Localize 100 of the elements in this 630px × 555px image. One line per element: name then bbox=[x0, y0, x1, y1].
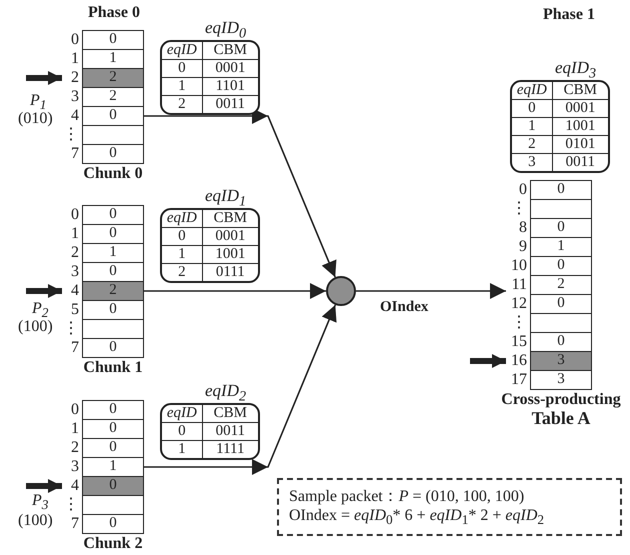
table-cell: 2 bbox=[512, 136, 552, 154]
table-caption: Chunk 1 bbox=[82, 359, 144, 377]
table-cell: 0 bbox=[530, 256, 592, 276]
column-header: CBM bbox=[202, 210, 258, 228]
table-cell: 0 bbox=[82, 30, 144, 50]
packet-name: P$_{3}$ bbox=[32, 492, 48, 514]
table-caption: Chunk 2 bbox=[82, 535, 144, 553]
row-number: ⋮ bbox=[63, 319, 79, 338]
packet-bits: (010) bbox=[18, 110, 53, 128]
table-cell: 0 bbox=[530, 332, 592, 352]
row-number: 3 bbox=[71, 87, 79, 106]
row-number: 0 bbox=[71, 30, 79, 49]
table-cell: 0011 bbox=[552, 154, 608, 171]
table-caption: Table A bbox=[530, 409, 592, 428]
table-cell: 0 bbox=[162, 60, 202, 78]
table-cell: 0001 bbox=[202, 228, 258, 246]
column-header: CBM bbox=[202, 42, 258, 60]
table-cell: 1 bbox=[530, 237, 592, 257]
table-title: eqID$_{2}$ bbox=[205, 381, 246, 406]
table-cell: 2 bbox=[530, 275, 592, 295]
row-number: 4 bbox=[71, 281, 79, 300]
table-cell: 0 bbox=[530, 218, 592, 238]
table-cell: 3 bbox=[530, 370, 592, 390]
phase-heading: Phase 0 bbox=[88, 4, 140, 22]
table-cell: 0 bbox=[82, 144, 144, 164]
column-header: CBM bbox=[552, 82, 608, 100]
table-cell: 0 bbox=[82, 400, 144, 420]
table-cell: 0 bbox=[82, 438, 144, 458]
row-number: 1 bbox=[71, 224, 79, 243]
arrow bbox=[356, 283, 506, 299]
table-cell: 0 bbox=[530, 294, 592, 314]
table-cell: 2 bbox=[162, 96, 202, 113]
table-cell: 0 bbox=[512, 100, 552, 118]
packet-bits: (100) bbox=[18, 512, 53, 530]
row-number: 7 bbox=[71, 144, 79, 163]
row-number: 0 bbox=[519, 180, 527, 199]
row-number: 3 bbox=[71, 262, 79, 281]
table-cell: 0 bbox=[82, 106, 144, 126]
table-cell: 2 bbox=[82, 281, 144, 301]
row-number: 4 bbox=[71, 476, 79, 495]
table-title: eqID$_{3}$ bbox=[555, 58, 596, 82]
table-cell: 0 bbox=[82, 224, 144, 244]
table-cell: 1111 bbox=[202, 440, 258, 458]
arrow bbox=[144, 110, 336, 278]
column-header: eqID bbox=[162, 405, 202, 422]
table-cell: 0 bbox=[162, 422, 202, 440]
table-cell: 1 bbox=[162, 78, 202, 96]
row-number: 10 bbox=[511, 256, 527, 275]
row-number: 2 bbox=[71, 438, 79, 457]
arrow bbox=[26, 479, 62, 493]
table-cell: 2 bbox=[82, 68, 144, 88]
arrow bbox=[144, 283, 326, 299]
table-cell: 1 bbox=[512, 118, 552, 136]
table-cell: 0 bbox=[162, 228, 202, 246]
row-number: 17 bbox=[511, 370, 527, 389]
row-number: ⋮ bbox=[63, 495, 79, 514]
row-number: 0 bbox=[71, 400, 79, 419]
packet-bits: (100) bbox=[18, 318, 53, 336]
row-number: 16 bbox=[511, 351, 527, 370]
row-number: ⋮ bbox=[63, 125, 79, 144]
row-number: ⋮ bbox=[511, 313, 527, 332]
table-cell: 1 bbox=[82, 49, 144, 69]
arrow bbox=[470, 354, 506, 368]
table-cell: 2 bbox=[82, 87, 144, 107]
phase-heading: Phase 1 bbox=[543, 6, 595, 24]
table-cell: 0011 bbox=[202, 96, 258, 113]
table-cell: 0 bbox=[82, 419, 144, 439]
table-cell: 1001 bbox=[552, 118, 608, 136]
row-number: 8 bbox=[519, 218, 527, 237]
table-cell: 1 bbox=[162, 246, 202, 264]
row-number: 5 bbox=[71, 300, 79, 319]
row-number: 11 bbox=[512, 275, 527, 294]
row-number: 1 bbox=[71, 419, 79, 438]
table-cell: 0 bbox=[82, 514, 144, 534]
note-box bbox=[277, 478, 622, 536]
table-cell: 0 bbox=[82, 338, 144, 358]
row-number: 12 bbox=[511, 294, 527, 313]
table-cell: 1101 bbox=[202, 78, 258, 96]
table-cell: 0111 bbox=[202, 264, 258, 281]
column-header: eqID bbox=[162, 42, 202, 60]
table-cell: 3 bbox=[512, 154, 552, 171]
row-number: 4 bbox=[71, 106, 79, 125]
row-number: 3 bbox=[71, 457, 79, 476]
formula-text: Sample packet：P = (010, 100, 100) bbox=[289, 487, 526, 507]
table-cell: 1 bbox=[162, 440, 202, 458]
table-cell: 0 bbox=[82, 262, 144, 282]
arrow bbox=[144, 304, 337, 475]
column-header: CBM bbox=[202, 405, 258, 422]
row-number: 15 bbox=[511, 332, 527, 351]
table-cell: 1 bbox=[82, 243, 144, 263]
table-cell: 0 bbox=[82, 205, 144, 225]
formula-text: OIndex = eqID$_{0}$* 6 + eqID$_{1}$* 2 + eqID$_{2}$ bbox=[289, 507, 546, 528]
junction-circle bbox=[326, 276, 356, 306]
column-header: eqID bbox=[162, 210, 202, 228]
table-cell: 1 bbox=[82, 457, 144, 477]
row-number: 0 bbox=[71, 205, 79, 224]
arrow bbox=[26, 71, 62, 85]
row-number: 2 bbox=[71, 243, 79, 262]
row-number: 7 bbox=[71, 338, 79, 357]
row-number: 2 bbox=[71, 68, 79, 87]
